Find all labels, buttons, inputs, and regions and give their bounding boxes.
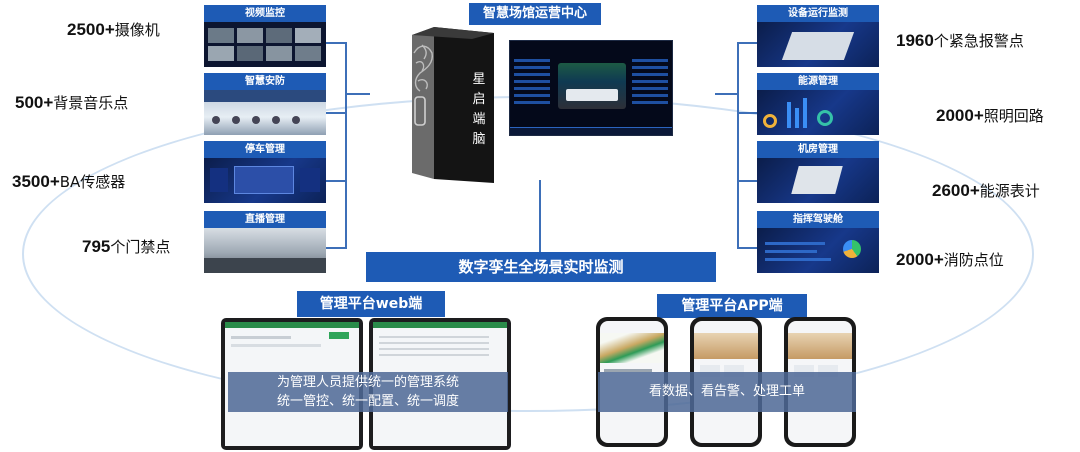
stat-label: 能源表计 <box>979 182 1040 200</box>
module-command-cockpit: 指挥驾驶舱 <box>757 211 879 273</box>
operations-center-title: 智慧场馆运营中心 <box>469 3 601 25</box>
stat-label: 个门禁点 <box>110 238 171 256</box>
stat-number: 500+ <box>15 93 54 112</box>
web-platform-caption: 为管理人员提供统一的管理系统 统一管控、统一配置、统一调度 <box>228 372 508 412</box>
stat-label: BA传感器 <box>59 173 126 191</box>
module-title: 智慧安防 <box>204 73 326 90</box>
module-title: 能源管理 <box>757 73 879 90</box>
equipment-thumbnail <box>757 22 879 67</box>
center-vertical-line <box>539 180 541 252</box>
module-video-surveillance: 视频监控 <box>204 5 326 67</box>
stat-label: 摄像机 <box>114 21 160 39</box>
module-energy-management: 能源管理 <box>757 73 879 135</box>
module-title: 直播管理 <box>204 211 326 228</box>
dashboard-nav-bar <box>510 127 672 135</box>
energy-thumbnail <box>757 90 879 135</box>
server-room-thumbnail <box>757 158 879 203</box>
right-tick-3 <box>738 180 758 182</box>
streaming-thumbnail <box>204 228 326 273</box>
stat-emergency-alarms: 1960个紧急报警点 <box>896 30 1024 51</box>
stadium-roof <box>566 89 618 101</box>
right-tick-2 <box>738 112 758 114</box>
app-platform-caption: 看数据、看告警、处理工单 <box>598 372 856 412</box>
module-equipment-monitoring: 设备运行监测 <box>757 5 879 67</box>
left-tick-4 <box>326 247 346 249</box>
dashboard-left-panel <box>512 55 552 117</box>
left-tick-1 <box>326 42 346 44</box>
stat-label: 照明回路 <box>983 107 1044 125</box>
right-tick-4 <box>738 247 758 249</box>
stat-energy-meters: 2600+能源表计 <box>932 180 1040 201</box>
module-title: 视频监控 <box>204 5 326 22</box>
stat-door-access: 795个门禁点 <box>82 236 170 257</box>
right-hub-line <box>715 93 738 95</box>
module-title: 指挥驾驶舱 <box>757 211 879 228</box>
right-bracket-line <box>737 42 739 249</box>
operations-dashboard-screen <box>509 40 673 136</box>
web-caption-line-1: 为管理人员提供统一的管理系统 <box>276 375 459 390</box>
left-tick-2 <box>326 112 346 114</box>
app-platform-title: 管理平台APP端 <box>657 294 807 318</box>
right-tick-1 <box>738 42 758 44</box>
stat-music-points: 500+背景音乐点 <box>15 92 128 113</box>
stat-number: 2000+ <box>896 250 944 269</box>
module-parking: 停车管理 <box>204 141 326 203</box>
stat-number: 2000+ <box>936 106 984 125</box>
left-hub-line <box>346 93 370 95</box>
module-title: 机房管理 <box>757 141 879 158</box>
stat-label: 背景音乐点 <box>53 94 129 112</box>
server-label: 星启端脑 <box>472 72 486 147</box>
stat-number: 2500+ <box>67 20 115 39</box>
stat-cameras: 2500+摄像机 <box>67 19 160 40</box>
server-cabinet-icon <box>412 27 494 183</box>
security-thumbnail <box>204 90 326 135</box>
video-wall-thumbnail <box>204 22 326 67</box>
stat-fire-points: 2000+消防点位 <box>896 249 1004 270</box>
left-bracket-line <box>345 42 347 249</box>
parking-thumbnail <box>204 158 326 203</box>
module-live-streaming: 直播管理 <box>204 211 326 273</box>
stat-label: 个紧急报警点 <box>933 32 1024 50</box>
cockpit-thumbnail <box>757 228 879 273</box>
web-platform-title: 管理平台web端 <box>297 291 445 317</box>
web-caption-line-2: 统一管控、统一配置、统一调度 <box>276 394 459 409</box>
left-tick-3 <box>326 180 346 182</box>
stat-ba-sensors: 3500+BA传感器 <box>12 171 125 192</box>
module-title: 停车管理 <box>204 141 326 158</box>
stat-lighting-circuits: 2000+照明回路 <box>936 105 1044 126</box>
stat-number: 1960 <box>896 31 934 50</box>
stat-number: 795 <box>82 237 111 256</box>
stat-label: 消防点位 <box>943 251 1004 269</box>
module-smart-security: 智慧安防 <box>204 73 326 135</box>
stat-number: 3500+ <box>12 172 60 191</box>
stat-number: 2600+ <box>932 181 980 200</box>
module-server-room: 机房管理 <box>757 141 879 203</box>
digital-twin-banner: 数字孪生全场景实时监测 <box>366 252 716 282</box>
stadium-model <box>558 63 626 109</box>
module-title: 设备运行监测 <box>757 5 879 22</box>
dashboard-right-panel <box>630 55 670 117</box>
